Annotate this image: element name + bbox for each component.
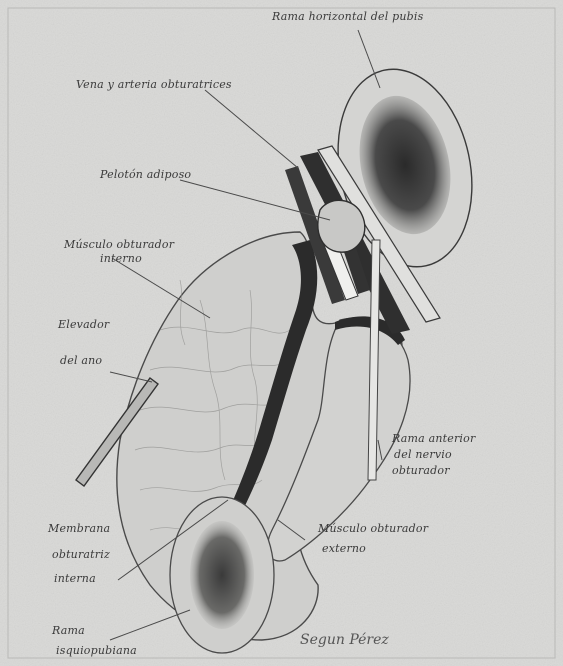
label-externo: externo bbox=[322, 542, 366, 556]
ischiopubic-ramus-stipple bbox=[190, 521, 254, 629]
label-musculo-obturador-externo: Músculo obturador bbox=[318, 522, 428, 536]
label-peloton-adiposo: Pelotón adiposo bbox=[100, 168, 191, 182]
label-rama-horizontal: Rama horizontal del pubis bbox=[272, 10, 423, 24]
label-isquiopubiana: isquiopubiana bbox=[56, 644, 137, 658]
label-obturador: obturador bbox=[392, 464, 450, 478]
label-musculo-obturador-interno-2: interno bbox=[100, 252, 142, 266]
label-rama: Rama bbox=[52, 624, 85, 638]
label-obturatriz: obturatriz bbox=[52, 548, 110, 562]
label-musculo-obturador-interno: Músculo obturador bbox=[64, 238, 174, 252]
label-membrana: Membrana bbox=[48, 522, 110, 536]
label-elevador: Elevador bbox=[58, 318, 109, 332]
label-rama-anterior: Rama anterior bbox=[392, 432, 475, 446]
label-del-ano: del ano bbox=[60, 354, 102, 368]
label-vena-arteria: Vena y arteria obturatrices bbox=[76, 78, 232, 92]
label-del-nervio: del nervio bbox=[394, 448, 452, 462]
adipose-pad bbox=[318, 200, 365, 252]
artist-signature: Segun Pérez bbox=[300, 632, 389, 648]
label-interna: interna bbox=[54, 572, 96, 586]
